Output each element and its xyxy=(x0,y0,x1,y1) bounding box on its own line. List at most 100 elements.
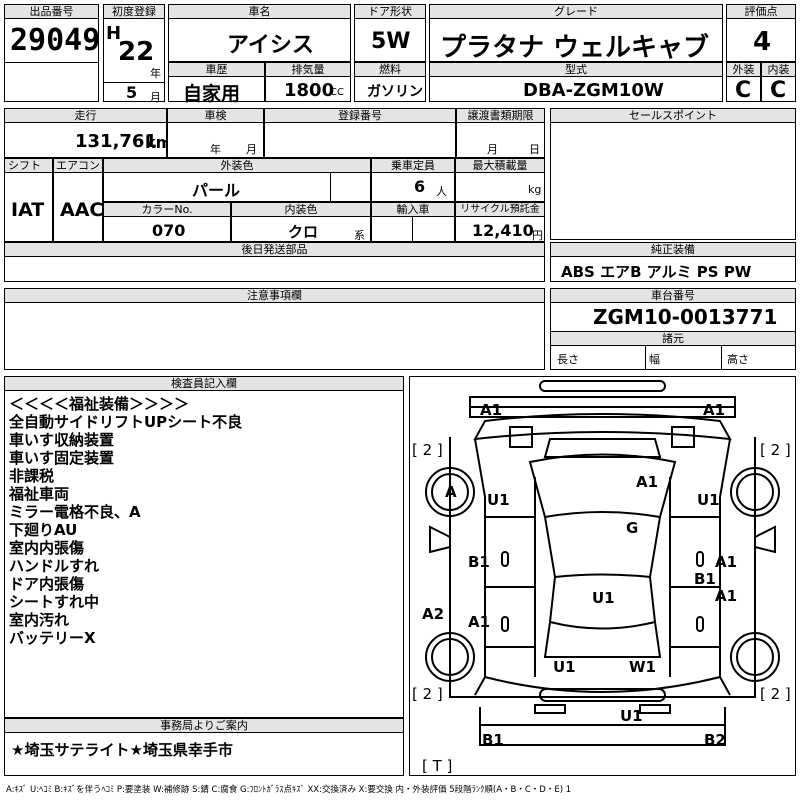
history: 自家用 xyxy=(183,83,241,105)
office-notice: 事務局よりご案内 ★埼玉サテライト★埼玉県幸手市 xyxy=(4,718,404,776)
mark-u1-roof: U1 xyxy=(592,589,615,607)
inspector-note-line: ＜＜＜＜福祉装備＞＞＞＞ xyxy=(9,395,190,413)
ext-grade: C xyxy=(735,78,752,103)
later-parts-cell: 後日発送部品 xyxy=(4,242,545,282)
transfer-cell: 譲渡書類期限 月 日 xyxy=(456,108,545,158)
mark-u1-right: U1 xyxy=(697,491,720,509)
inspector-note-line: ドア内張傷 xyxy=(9,575,85,593)
fuel-cell: 燃料 ガソリン xyxy=(354,62,426,102)
registration-cell: 初度登録 H 22 年 5 月 xyxy=(103,4,165,104)
mark-u1-left: U1 xyxy=(487,491,510,509)
grade-name: プラタナ ウェルキャブ xyxy=(440,33,710,63)
inspector-note-line: 下廻りAU xyxy=(9,521,78,539)
inspector-label: 検査員記入欄 xyxy=(5,377,403,391)
mark-b1-bottom: B1 xyxy=(482,731,504,749)
load-cell: 最大積載量 kg xyxy=(455,158,545,202)
grade-cell: グレード プラタナ ウェルキャブ xyxy=(429,4,723,63)
inspector-note-line: 車いす固定装置 xyxy=(9,449,115,467)
ext-cell: 外装 C xyxy=(726,62,761,103)
inspector-notes: 検査員記入欄 ＜＜＜＜福祉装備＞＞＞＞全自動サイドリフトUPシート不良車いす収納… xyxy=(4,376,404,718)
inspector-note-line: 室内汚れ xyxy=(9,611,70,629)
mark-a1-left: A1 xyxy=(468,613,491,631)
color-cell: 外装色 パール xyxy=(103,158,371,202)
color-number: 070 xyxy=(152,221,186,240)
model-label: 車名 xyxy=(169,5,350,19)
cc-cell: 排気量 1800 CC xyxy=(265,62,351,102)
capacity-cell: 乗車定員 6 人 xyxy=(371,158,455,202)
mark-a1-right1: A1 xyxy=(715,553,738,571)
car-diagram: A1 A1 [ 2 ] [ 2 ] A U1 A1 U1 G B1 A1 B1 … xyxy=(409,376,796,776)
inspection-cell: 車検 年 月 xyxy=(167,108,264,158)
bracket-left: [ 2 ] xyxy=(412,441,443,459)
exterior-color: パール xyxy=(192,181,241,200)
score-value: 4 xyxy=(753,27,772,57)
office-text: ★埼玉サテライト★埼玉県幸手市 xyxy=(11,741,233,759)
lot-number: 29049 xyxy=(10,23,101,58)
type-cell: 型式 DBA-ZGM10W xyxy=(429,62,723,102)
mark-b1-right: B1 xyxy=(694,570,716,588)
mark-b2-bottom: B2 xyxy=(704,731,726,749)
inspector-note-line: バッテリーX xyxy=(9,629,96,647)
int-grade: C xyxy=(770,78,787,103)
shift: IAT xyxy=(11,199,45,221)
colorno-cell: カラーNo. 070 xyxy=(103,202,231,242)
inspector-note-line: ミラー電格不良、A xyxy=(9,503,141,521)
sales-point-cell: セールスポイント xyxy=(550,108,796,240)
car-outline-svg xyxy=(425,380,780,746)
mark-a1-right2: A1 xyxy=(715,587,738,605)
inspector-notes-list: ＜＜＜＜福祉装備＞＞＞＞全自動サイドリフトUPシート不良車いす収納装置車いす固定… xyxy=(9,395,242,647)
bracket-t: [ T ] xyxy=(422,757,453,775)
door-type: 5W xyxy=(371,29,411,54)
recycle-fee: 12,410 xyxy=(472,221,534,240)
caution-cell: 注意事項欄 xyxy=(4,288,545,370)
score-cell: 評価点 4 xyxy=(726,4,796,62)
lot-cell: 出品番号 29049 xyxy=(4,4,101,102)
intcolor-cell: 内装色 クロ 系 xyxy=(231,202,371,242)
history-cell: 車歴 自家用 xyxy=(168,62,265,105)
inspector-note-line: 非課税 xyxy=(9,467,55,485)
inspector-note-line: 全自動サイドリフトUPシート不良 xyxy=(9,413,243,431)
fuel: ガソリン xyxy=(367,84,423,100)
mark-u1-rear: U1 xyxy=(553,658,576,676)
mark-u1-bumper: U1 xyxy=(620,707,643,725)
chassis-cell: 車台番号 ZGM10-0013771 諸元 長さ 幅 高さ xyxy=(550,288,796,370)
import-cell: 輸入車 xyxy=(371,202,455,242)
chassis-number: ZGM10-0013771 xyxy=(593,305,778,329)
mark-fr-bumper: A1 xyxy=(703,401,726,419)
lot-label: 出品番号 xyxy=(5,5,98,19)
mark-a1-hood: A1 xyxy=(636,473,659,491)
air-conditioner: AAC xyxy=(60,199,104,221)
shift-cell: シフト IAT xyxy=(4,158,53,242)
plate-cell: 登録番号 xyxy=(264,108,456,158)
door-cell: ドア形状 5W xyxy=(354,4,426,62)
ac-cell: エアコン AAC xyxy=(53,158,103,242)
legend: A:ｷｽﾞ U:ﾍｺﾐ B:ｷｽﾞを伴うﾍｺﾐ P:要塗装 W:補修跡 S:錆 … xyxy=(6,785,572,795)
model-type: DBA-ZGM10W xyxy=(523,80,664,101)
mileage-cell: 走行 131,761 km xyxy=(4,108,172,158)
reg-label: 初度登録 xyxy=(104,5,164,19)
inspector-note-line: 室内内張傷 xyxy=(9,539,85,557)
mileage: 131,761 xyxy=(75,131,157,152)
inspector-note-line: シートすれ中 xyxy=(9,593,100,611)
bracket-left-bottom: [ 2 ] xyxy=(412,685,443,703)
model-name: アイシス xyxy=(227,33,314,58)
model-cell: 車名 アイシス xyxy=(168,4,351,62)
mark-glass: G xyxy=(626,519,639,537)
mark-b1-left: B1 xyxy=(468,553,490,571)
mark-tire-fl: A xyxy=(445,483,457,501)
int-cell: 内装 C xyxy=(761,62,796,103)
bracket-right: [ 2 ] xyxy=(760,441,791,459)
interior-color: クロ xyxy=(288,223,319,241)
displacement: 1800 xyxy=(284,80,335,101)
equipment: ABS エアB アルミ PS PW xyxy=(561,263,752,281)
reg-month: 5 xyxy=(126,83,138,102)
inspector-note-line: ハンドルすれ xyxy=(9,557,100,575)
bracket-right-bottom: [ 2 ] xyxy=(760,685,791,703)
recycle-cell: リサイクル預託金 12,410 円 xyxy=(455,202,545,242)
mark-fl-bumper: A1 xyxy=(480,401,503,419)
mark-a2-left: A2 xyxy=(422,605,445,623)
reg-year: 22 xyxy=(118,37,155,67)
capacity: 6 xyxy=(414,177,426,196)
inspector-note-line: 福祉車両 xyxy=(9,485,70,503)
mark-w1-rear: W1 xyxy=(629,658,656,676)
